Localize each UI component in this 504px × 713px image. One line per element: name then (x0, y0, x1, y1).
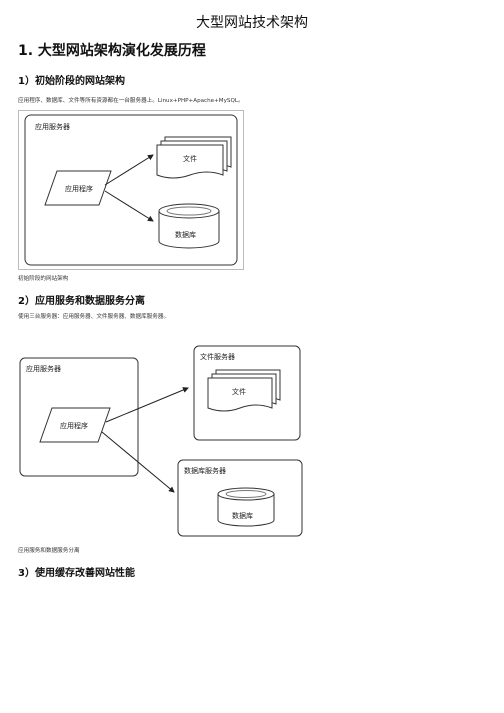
subsection-heading-2: 2）应用服务和数据服务分离 (18, 296, 145, 307)
db-label: 数据库 (175, 230, 196, 239)
arrow-to-file (104, 154, 154, 186)
app-program-shape (39, 407, 111, 443)
file-server-label: 文件服务器 (200, 352, 235, 361)
file-stack-icon (156, 136, 232, 179)
file-stack-icon (207, 369, 281, 412)
arrow-to-file-server (105, 387, 189, 423)
diagram-initial: 应用服务器 应用程序 文件 数据库 (24, 114, 238, 266)
db-label: 数据库 (232, 511, 253, 520)
arrow-to-db-server (101, 431, 175, 493)
database-icon (158, 203, 220, 249)
file-label: 文件 (232, 387, 246, 396)
file-label: 文件 (183, 154, 197, 163)
app-program-label: 应用程序 (65, 184, 93, 193)
figure-separated-architecture: 应用服务器 应用程序 文件服务器 文件 数据库服务器 数据库 (18, 330, 318, 540)
app-program-label: 应用程序 (60, 421, 88, 430)
figure-initial-architecture: 应用服务器 应用程序 文件 数据库 (18, 110, 244, 270)
diagram-separated: 应用服务器 应用程序 文件服务器 文件 数据库服务器 数据库 (19, 345, 303, 537)
app-program-shape (44, 170, 112, 206)
subsection-heading-1: 1）初始阶段的网站架构 (18, 76, 125, 87)
subsection-heading-3: 3）使用缓存改善网站性能 (18, 568, 135, 579)
arrow-to-db (104, 190, 154, 222)
subsection-body-2: 使用三台服务器：应用服务器、文件服务器、数据库服务器。 (18, 314, 170, 320)
section-heading: 1. 大型网站架构演化发展历程 (18, 43, 206, 59)
figure-caption-1: 初始阶段的网站架构 (18, 276, 69, 282)
figure-caption-2: 应用服务和数据服务分离 (18, 548, 80, 554)
db-server-label: 数据库服务器 (184, 466, 226, 475)
document-title: 大型网站技术架构 (196, 15, 308, 31)
app-server-label: 应用服务器 (35, 122, 70, 131)
subsection-body-1: 应用程序、数据库、文件等所有资源都在一台服务器上。Linux+PHP+Apach… (18, 98, 244, 104)
database-icon (217, 487, 275, 527)
app-server-label: 应用服务器 (26, 364, 61, 373)
